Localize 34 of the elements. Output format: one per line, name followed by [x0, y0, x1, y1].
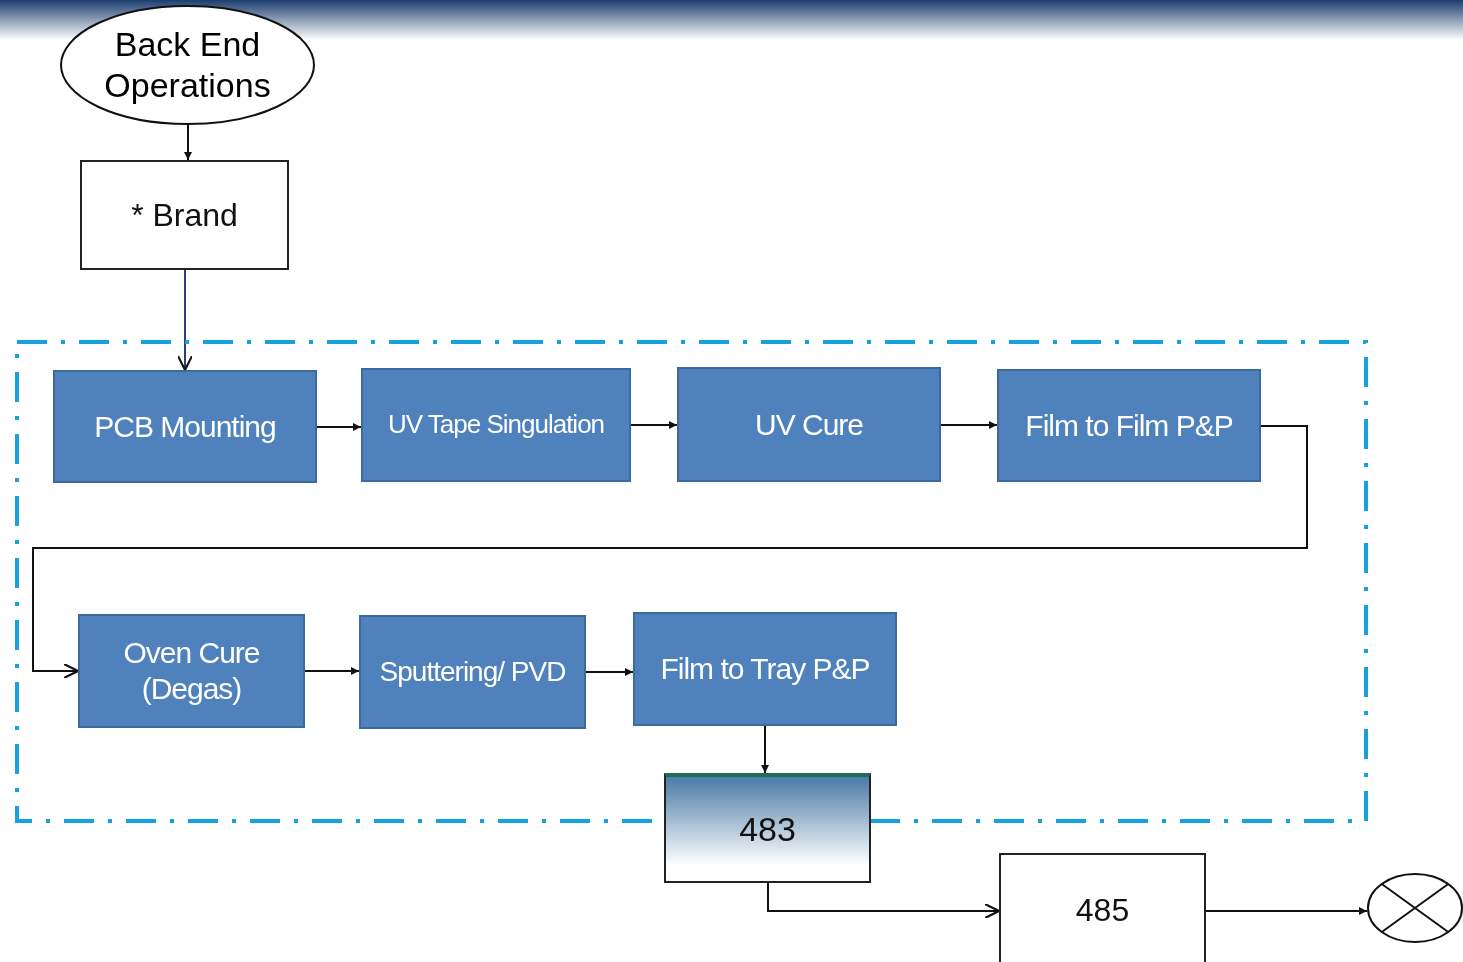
arrow — [767, 882, 1001, 920]
arrow — [1205, 907, 1368, 915]
node-label: 485 — [1075, 891, 1130, 930]
terminator-circle — [1367, 873, 1463, 943]
arrow — [304, 667, 360, 675]
arrow — [184, 124, 192, 161]
node-label: UV Tape Singulation — [387, 409, 605, 441]
node-label: 483 — [739, 808, 796, 850]
process-box — [677, 367, 941, 482]
node-label: Film to Tray P&P — [660, 651, 870, 687]
process-box — [359, 615, 586, 729]
arrow — [630, 421, 678, 429]
process-box — [78, 614, 305, 728]
process-box — [997, 369, 1261, 482]
node-label: * Brand — [131, 195, 238, 235]
node-label: PCB Mounting — [94, 408, 276, 445]
node-label: Oven Cure (Degas) — [122, 635, 261, 707]
node-label: Sputtering/ PVD — [379, 655, 566, 689]
process-box — [53, 370, 317, 483]
arrow — [940, 421, 998, 429]
arrow — [316, 423, 362, 431]
start-ellipse — [60, 5, 315, 125]
node-label: UV Cure — [754, 406, 863, 443]
process-box — [80, 160, 289, 270]
node-label: Film to Film P&P — [1025, 407, 1233, 444]
arrow — [761, 725, 769, 774]
process-box — [361, 368, 631, 482]
arrow — [32, 425, 1308, 680]
process-box — [664, 773, 871, 883]
arrow — [585, 668, 634, 676]
process-box — [633, 612, 897, 726]
arrow — [176, 269, 194, 372]
process-box — [999, 853, 1206, 962]
node-label: Back End Operations — [103, 24, 272, 106]
